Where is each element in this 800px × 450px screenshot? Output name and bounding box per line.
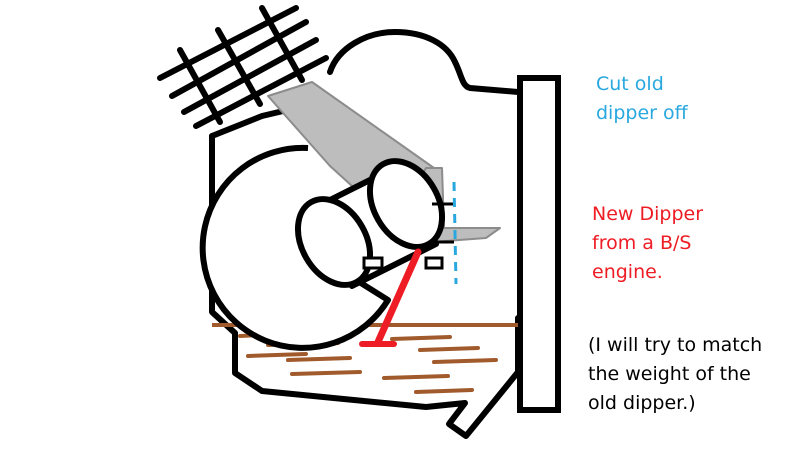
cooling-fin [259, 5, 305, 83]
weight-match-note: (I will try to match the weight of the o… [588, 331, 762, 418]
note-line: old dipper.) [588, 392, 696, 414]
note-line: Cut old [596, 73, 664, 95]
cooling-fin [215, 27, 263, 107]
cooling-fin [169, 19, 309, 99]
cut-line [452, 181, 458, 285]
crank-pin-end-near [294, 196, 374, 288]
crank-counterweight [199, 144, 391, 351]
side-plate [517, 75, 561, 413]
cut-old-dipper-note: Cut old dipper off [596, 70, 688, 128]
cooling-fins [157, 5, 329, 129]
note-line: dipper off [596, 102, 688, 124]
rod-bolt-right [424, 256, 444, 270]
new-dipper-arm [374, 248, 422, 346]
cylinder-head-dome [327, 29, 521, 95]
crank-pin-end-far [366, 158, 446, 250]
rod-bolt-left [362, 256, 384, 270]
note-line: engine. [592, 261, 663, 283]
note-line: (I will try to match [588, 334, 763, 356]
new-dipper-note: New Dipper from a B/S engine. [592, 200, 703, 287]
cooling-fin [177, 47, 223, 125]
oil-ripple [390, 335, 452, 341]
oil-ripple [246, 352, 308, 358]
note-line: the weight of the [588, 363, 751, 385]
oil-ripple [382, 374, 450, 380]
oil-ripple [286, 356, 352, 362]
note-line: New Dipper [592, 203, 704, 225]
oil-ripple [290, 370, 362, 376]
oil-ripple [414, 388, 474, 394]
oil-ripple [418, 346, 480, 352]
crank-pin [294, 158, 446, 289]
note-line: from a B/S [592, 232, 692, 254]
oil-ripple [432, 358, 498, 364]
